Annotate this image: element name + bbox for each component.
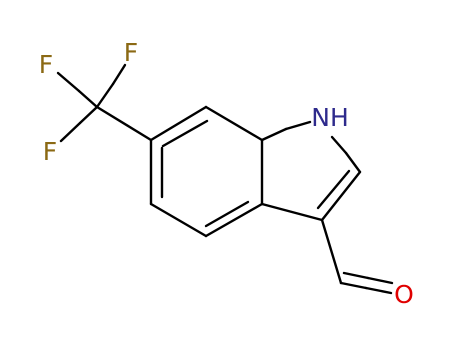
bond-co-colored <box>364 286 393 295</box>
trifluoromethyl-group <box>56 63 153 143</box>
bond-c7a-n-colored <box>284 120 312 131</box>
bond-n-c2-colored <box>330 135 348 155</box>
pyrrole-ring <box>260 120 362 222</box>
bond-c7-c7a <box>204 105 264 142</box>
bond-c4-c5 <box>149 202 208 238</box>
bond-cf3-c-f-upper-left-colored <box>56 71 81 93</box>
fluorine-top-label: F <box>124 38 138 67</box>
bond-cf3-c-f-top-colored <box>111 63 127 86</box>
bond-c2-c3-inner <box>316 169 351 210</box>
aldehyde-group <box>320 218 394 295</box>
bond-cf3-c-f-top-black <box>95 82 115 109</box>
bond-c7a-n-black <box>260 127 288 142</box>
fluorine-upper-left-label: F <box>39 50 53 79</box>
bond-co-double-colored <box>366 276 394 285</box>
bond-c2-c3 <box>320 170 362 222</box>
bond-c6-c7 <box>149 105 208 142</box>
oxygen-label: O <box>394 280 414 309</box>
benzene-ring <box>149 105 264 238</box>
bond-cf3-to-ring <box>95 105 153 142</box>
bond-c3-c3a <box>260 202 324 222</box>
bond-cf3-c-f-lower-left-black <box>78 105 99 125</box>
bond-cf3-c-f-lower-left-colored <box>59 121 82 143</box>
fluorine-lower-left-label: F <box>43 137 57 166</box>
bond-co-double-black <box>342 271 370 280</box>
bond-n-c2-black <box>344 151 362 174</box>
bond-co-black <box>339 281 368 290</box>
bond-c3-cho <box>320 218 343 285</box>
bond-c3a-c4-inner <box>204 200 250 228</box>
atom-labels: F F F NH O <box>39 38 414 309</box>
bond-cf3-c-f-upper-left-black <box>77 89 99 109</box>
bond-c3a-c4 <box>204 202 264 238</box>
bond-c6-c7-inner <box>161 119 209 148</box>
nitrogen-hydrogen-label: NH <box>311 103 349 132</box>
